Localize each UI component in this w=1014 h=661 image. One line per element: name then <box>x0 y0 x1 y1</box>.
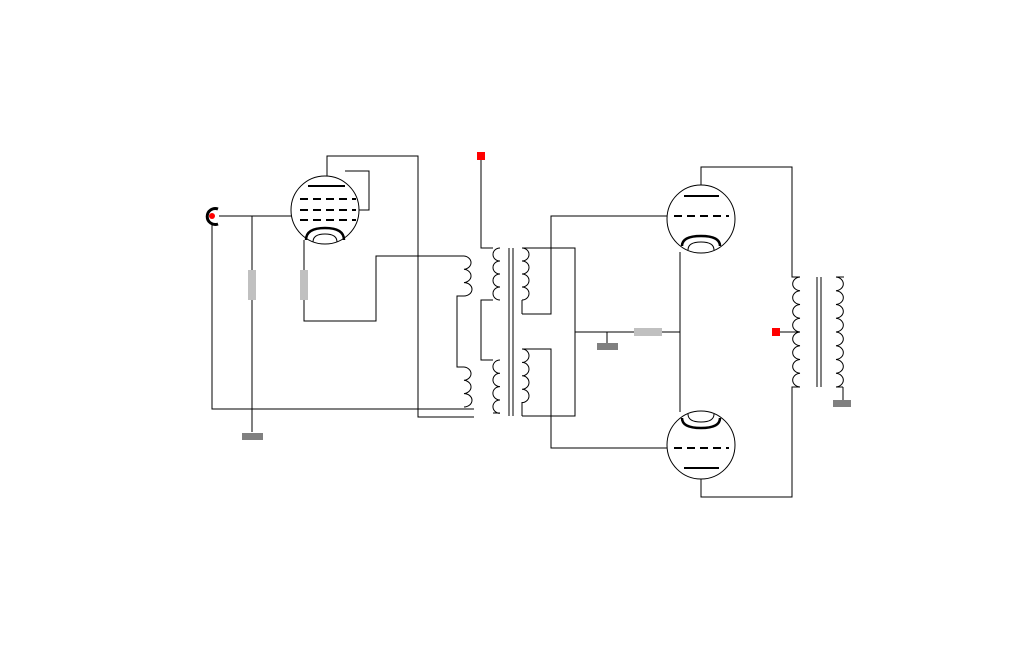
output-triode-lower <box>666 410 736 480</box>
triode-upper-heater <box>687 241 715 251</box>
jack-tip-icon <box>209 213 215 219</box>
grid-resistor <box>248 270 256 300</box>
interstage-transformer <box>463 247 530 417</box>
output-primary-upper <box>792 276 801 333</box>
wire-grid-upper-tube <box>529 215 668 315</box>
wire-secondary-centertap <box>480 299 493 361</box>
wire-screen-loop <box>345 170 370 211</box>
input-jack[interactable] <box>205 207 219 226</box>
ground-symbol-input <box>242 433 263 440</box>
wire-plate-upper <box>700 166 800 278</box>
output-transformer <box>792 276 844 388</box>
primary-coil-lower <box>463 366 473 408</box>
ground-symbol-output <box>833 400 851 407</box>
wire-cathode-to-primary <box>303 255 464 322</box>
secondary-coil-right-lower <box>521 348 530 404</box>
wire-plate-to-primary <box>326 155 474 418</box>
jack-shell-icon <box>205 207 219 226</box>
secondary-coil-left-upper <box>492 247 501 301</box>
secondary-coil-right-upper <box>521 247 530 301</box>
supply-point-output[interactable] <box>772 328 780 336</box>
triode-lower-heater <box>687 413 715 423</box>
output-triode-upper <box>666 184 736 254</box>
pentode-heater <box>312 233 338 243</box>
secondary-coil-left-lower <box>492 359 501 414</box>
wire-primary-link <box>456 295 464 368</box>
triode-upper-envelope <box>666 184 736 254</box>
wire-grid-lower-tube <box>529 348 668 449</box>
pentode-envelope <box>290 175 360 245</box>
wires <box>211 155 844 498</box>
wire-supply-1 <box>480 159 493 249</box>
wire-input-return <box>211 224 474 410</box>
triode-lower-envelope <box>666 410 736 480</box>
driver-pentode-tube <box>290 175 360 245</box>
triode-lower-cathode <box>680 417 722 430</box>
output-primary-lower <box>792 331 801 388</box>
pentode-cathode <box>304 226 346 241</box>
triode-upper-cathode <box>680 234 722 247</box>
primary-coil-upper <box>463 255 473 297</box>
bias-resistor <box>634 328 662 336</box>
ground-symbol-bias <box>597 343 618 350</box>
wire-bias-loop <box>529 247 576 417</box>
output-secondary <box>835 276 844 388</box>
wire-plate-lower <box>700 386 800 498</box>
cathode-resistor <box>300 270 308 300</box>
supply-point-driver[interactable] <box>477 152 485 160</box>
